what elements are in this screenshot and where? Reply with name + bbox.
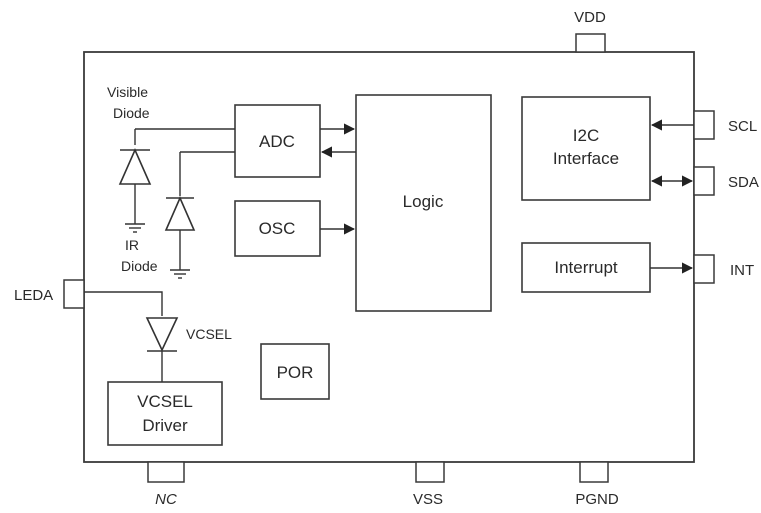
logic-label: Logic — [403, 192, 444, 211]
visible-diode — [118, 128, 235, 233]
nc-label: NC — [155, 491, 177, 508]
adc-label: ADC — [259, 132, 295, 151]
osc-label: OSC — [259, 219, 296, 238]
vcsel-driver-label-line1: VCSEL — [137, 392, 193, 411]
vcsel-driver-label-line2: Driver — [142, 416, 188, 435]
vdd-pin — [575, 33, 606, 53]
por-block — [260, 343, 330, 400]
i2c-label-line2: Interface — [553, 149, 619, 168]
scl-pin — [693, 110, 715, 140]
visible-diode-label-line2: Diode — [113, 105, 150, 121]
ir-diode — [164, 151, 235, 279]
int-pin — [693, 254, 715, 284]
nc-pin — [147, 461, 185, 483]
por-label: POR — [277, 363, 314, 382]
i2c-block — [521, 96, 651, 201]
vss-pin — [415, 461, 445, 483]
pgnd-pin — [579, 461, 609, 483]
int-label: INT — [730, 262, 754, 279]
vss-label: VSS — [413, 491, 443, 508]
ir-diode-label-line1: IR — [125, 237, 139, 253]
i2c-label-line1: I2C — [573, 126, 599, 145]
logic-block — [355, 94, 492, 312]
osc-block — [234, 200, 321, 257]
pgnd-label: PGND — [575, 491, 619, 508]
leda-pin — [63, 279, 85, 309]
sda-label: SDA — [728, 174, 759, 191]
ir-diode-label-line2: Diode — [121, 258, 158, 274]
interrupt-block — [521, 242, 651, 293]
scl-label: SCL — [728, 118, 757, 135]
interrupt-label: Interrupt — [554, 258, 618, 277]
sda-pin — [693, 166, 715, 196]
vdd-label: VDD — [574, 9, 606, 26]
leda-label: LEDA — [14, 287, 53, 304]
adc-block — [234, 104, 321, 178]
visible-diode-label-line1: Visible — [107, 84, 148, 100]
vcsel-label: VCSEL — [186, 326, 232, 342]
vcsel-diode — [84, 291, 179, 382]
vcsel-driver-block — [107, 381, 223, 446]
